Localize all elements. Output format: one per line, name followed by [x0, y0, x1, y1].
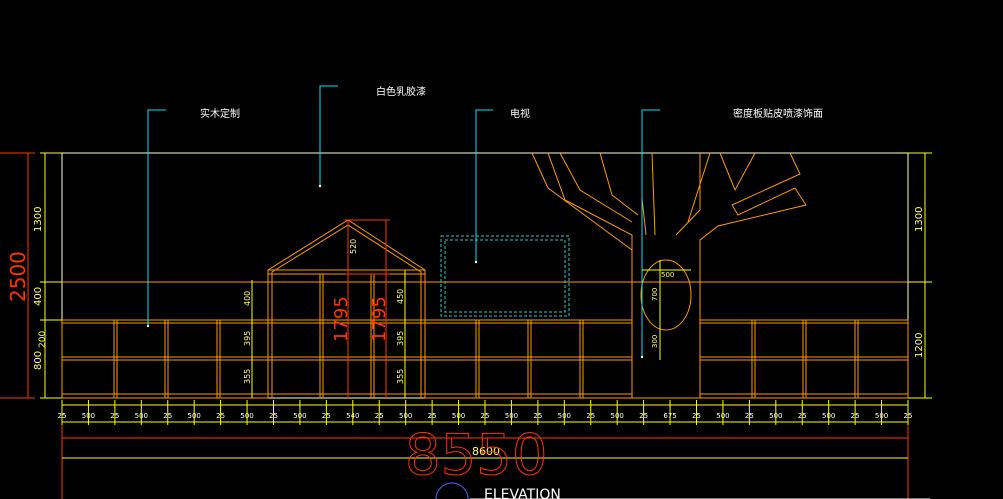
chain-label: 25 — [216, 412, 225, 420]
chain-label: 25 — [533, 412, 542, 420]
chain-label: 500 — [505, 412, 518, 420]
chain-label: 25 — [58, 412, 67, 420]
dim-left-200: 200 — [38, 331, 48, 348]
chain-label: 500 — [875, 412, 888, 420]
cabinet-grid — [61, 319, 909, 399]
dim-roof-520: 520 — [349, 239, 358, 254]
dim-8550: 8550 — [405, 423, 548, 488]
dim-395-a: 395 — [243, 331, 252, 346]
chain-label: 500 — [399, 412, 412, 420]
label-white-latex-paint: 白色乳胶漆 — [376, 85, 426, 98]
dim-355-a: 355 — [243, 369, 252, 384]
tv-frame — [440, 235, 570, 317]
dim-tree-500: 500 — [661, 271, 674, 279]
chain-label: 25 — [163, 412, 172, 420]
chain-label: 500 — [82, 412, 95, 420]
bottom-dimension-chain: 25 500 25 500 25 500 25 500 25 500 25 540 25 500 25 500… — [58, 400, 913, 425]
dim-tree-300: 300 — [651, 335, 659, 348]
dim-left-1300: 1300 — [33, 207, 44, 232]
chain-label: 25 — [110, 412, 119, 420]
dim-355-b: 355 — [396, 369, 405, 384]
chain-label: 500 — [293, 412, 306, 420]
chain-label: 25 — [375, 412, 384, 420]
chain-label: 25 — [798, 412, 807, 420]
chain-label: 25 — [851, 412, 860, 420]
chain-label: 25 — [269, 412, 278, 420]
chain-label: 25 — [904, 412, 913, 420]
chain-label: 25 — [745, 412, 754, 420]
left-dimension-lines — [40, 152, 62, 399]
chain-label: 500 — [822, 412, 835, 420]
tree-dim-lines — [642, 260, 691, 360]
left-red-dimension — [0, 152, 35, 399]
dim-2500: 2500 — [6, 251, 30, 302]
dim-8600: 8600 — [472, 445, 500, 458]
dim-right-1200: 1200 — [914, 333, 925, 358]
dim-450: 450 — [396, 289, 405, 304]
chain-label: 540 — [346, 412, 359, 420]
leaders — [147, 85, 660, 357]
chain-label: 500 — [188, 412, 201, 420]
chain-label: 25 — [481, 412, 490, 420]
dim-house-1795-b: 1795 — [369, 296, 390, 342]
label-tv: 电视 — [510, 107, 530, 120]
right-dimension-lines — [908, 152, 932, 399]
dim-house-1795-a: 1795 — [331, 296, 352, 342]
chain-label: 500 — [135, 412, 148, 420]
chain-label: 500 — [716, 412, 729, 420]
dim-tree-700: 700 — [651, 288, 659, 301]
house-inner-dim-lines — [251, 270, 406, 398]
label-solid-wood: 实木定制 — [200, 107, 240, 120]
dim-left-400: 400 — [33, 287, 44, 306]
chain-label: 675 — [663, 412, 676, 420]
dim-right-1300: 1300 — [914, 207, 925, 232]
dim-395-b: 395 — [396, 331, 405, 346]
overall-dim-lines — [61, 425, 909, 499]
drawing-title: ELEVATION — [484, 487, 561, 499]
chain-label: 25 — [639, 412, 648, 420]
chain-label: 25 — [322, 412, 331, 420]
chain-label: 25 — [586, 412, 595, 420]
chain-label: 500 — [611, 412, 624, 420]
chain-label: 500 — [240, 412, 253, 420]
chain-label: 500 — [452, 412, 465, 420]
dim-left-800: 800 — [33, 351, 44, 370]
elevation-marker — [435, 482, 469, 499]
chain-label: 500 — [558, 412, 571, 420]
chain-label: 500 — [769, 412, 782, 420]
chain-label: 25 — [692, 412, 701, 420]
house-dims-red — [345, 219, 390, 398]
leader-dots — [146, 184, 644, 359]
wall-outline — [61, 152, 909, 399]
dim-400: 400 — [243, 291, 252, 306]
chain-label: 25 — [428, 412, 437, 420]
label-board-finish: 密度板贴皮喷漆饰面 — [733, 107, 823, 120]
